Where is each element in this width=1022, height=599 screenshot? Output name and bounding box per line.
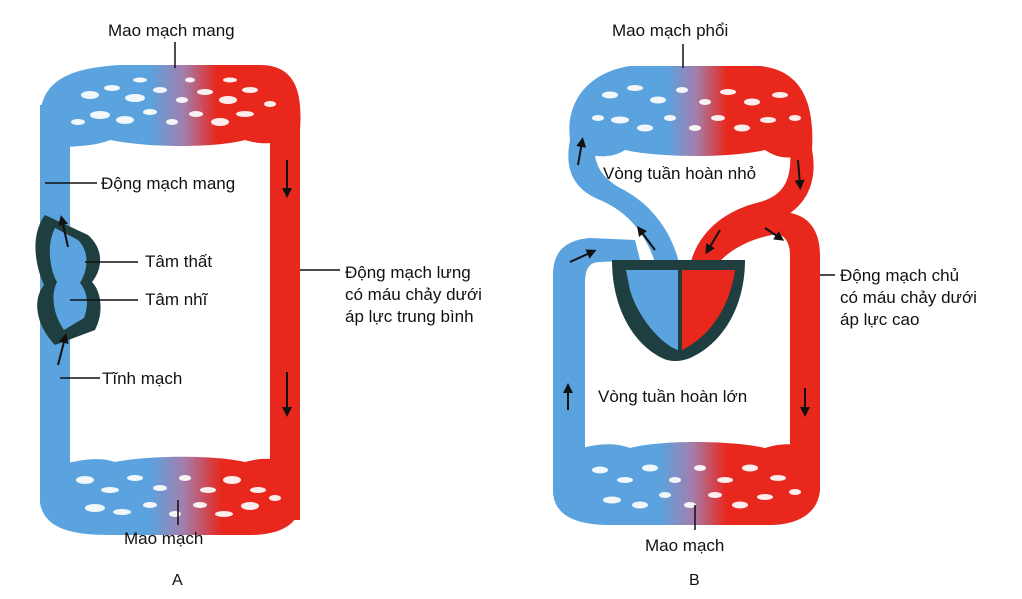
label-lung-capillaries: Mao mạch phổi (612, 20, 728, 42)
aorta-line-1: Động mạch chủ (840, 265, 977, 287)
label-capillaries-a: Mao mạch (124, 528, 203, 550)
label-ventricle: Tâm thất (145, 251, 212, 273)
label-vein: Tĩnh mạch (102, 368, 182, 390)
dorsal-aorta-line-1: Động mạch lưng (345, 262, 482, 284)
label-aorta: Động mạch chủ có máu chảy dưới áp lực ca… (840, 265, 977, 331)
label-systemic-circuit: Vòng tuần hoàn lớn (598, 386, 747, 408)
dorsal-aorta-vessel-a (270, 85, 300, 520)
diagram-b (553, 44, 835, 530)
dorsal-aorta-line-2: có máu chảy dưới (345, 284, 482, 306)
capillary-bed-a (40, 457, 300, 535)
label-atrium: Tâm nhĩ (145, 289, 207, 311)
label-pulmonary-circuit: Vòng tuần hoàn nhỏ (603, 163, 756, 185)
label-capillaries-b: Mao mạch (645, 535, 724, 557)
dorsal-aorta-line-3: áp lực trung bình (345, 306, 482, 328)
caption-b: B (689, 570, 700, 591)
aorta-line-2: có máu chảy dưới (840, 287, 977, 309)
lung-capillary-bed-b (569, 66, 812, 158)
capillary-bed-b (553, 442, 820, 525)
label-dorsal-aorta: Động mạch lưng có máu chảy dưới áp lực t… (345, 262, 482, 328)
label-gill-capillaries: Mao mạch mang (108, 20, 235, 42)
caption-a: A (172, 570, 183, 591)
aorta-line-3: áp lực cao (840, 309, 977, 331)
label-gill-artery: Động mạch mang (101, 173, 235, 195)
gill-capillary-bed-a (40, 65, 301, 150)
